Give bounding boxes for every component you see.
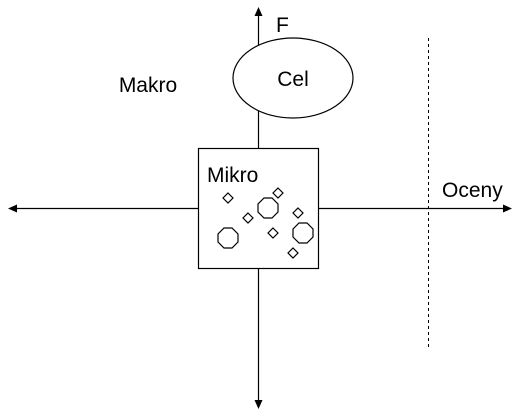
right-arrowhead	[503, 204, 512, 213]
micro-octagons	[217, 197, 314, 249]
diamond-icon	[267, 227, 279, 239]
up-arrowhead	[254, 7, 263, 16]
y-axis-label: F	[276, 14, 289, 37]
micro-diamonds	[222, 187, 304, 259]
diamond-icon	[287, 247, 299, 259]
diamond-icon	[292, 207, 304, 219]
ratings-label: Oceny	[442, 179, 503, 202]
micro-label: Mikro	[207, 164, 258, 187]
octagon-icon	[292, 222, 314, 244]
macro-label: Makro	[119, 74, 177, 97]
goal-label: Cel	[277, 68, 309, 91]
diamond-icon	[242, 212, 254, 224]
down-arrowhead	[254, 400, 263, 409]
diamond-icon	[272, 187, 284, 199]
goal-ellipse	[232, 37, 354, 119]
octagon-icon	[217, 227, 239, 249]
left-arrowhead	[8, 204, 17, 213]
diamond-icon	[222, 192, 234, 204]
octagon-icon	[257, 197, 279, 219]
